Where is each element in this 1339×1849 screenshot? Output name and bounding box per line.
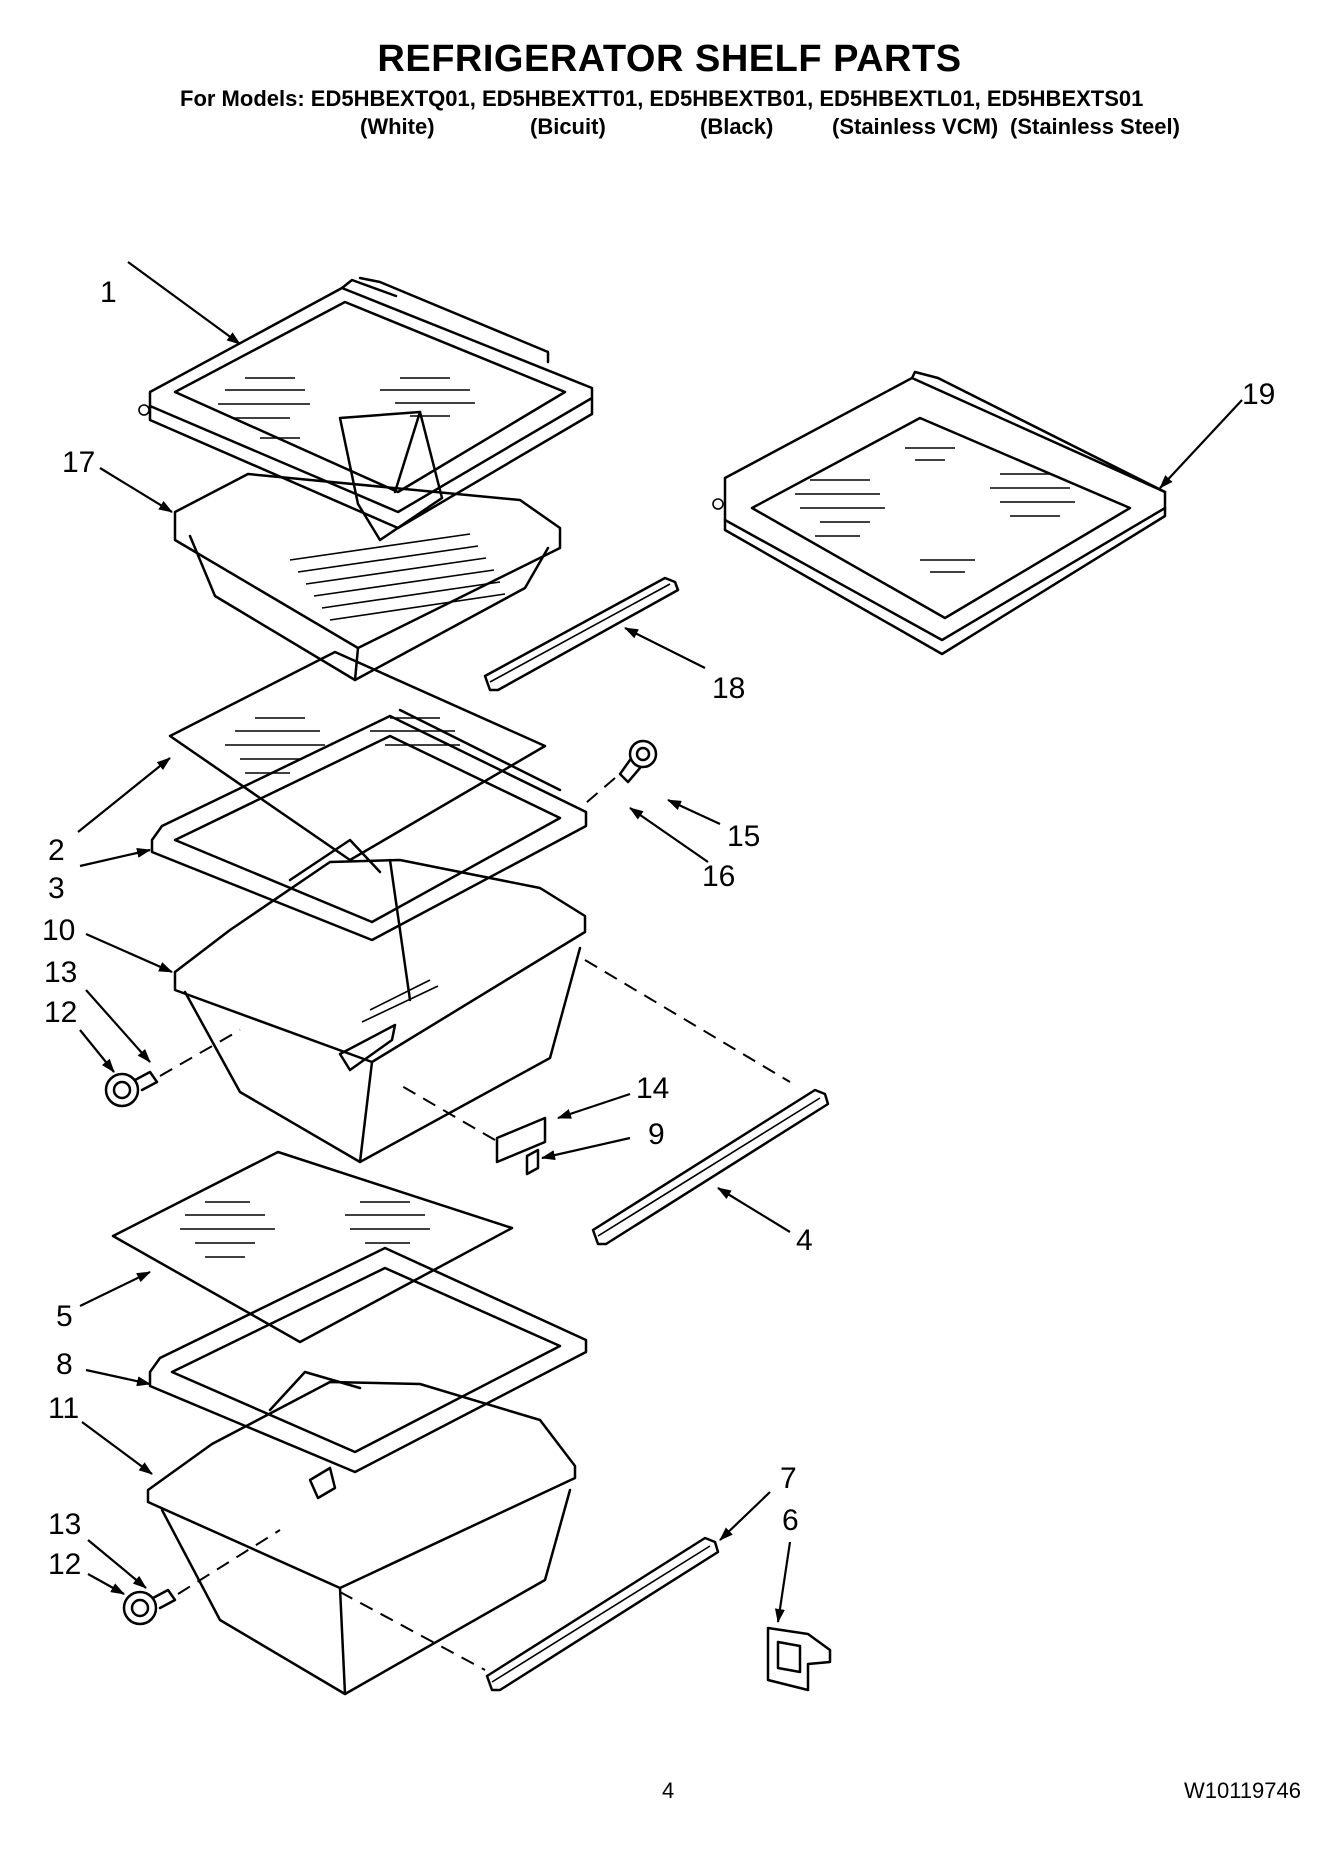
callout-5: 5: [56, 1300, 73, 1333]
middle-shelf-frame: [150, 708, 588, 942]
callout-6: 6: [782, 1504, 799, 1537]
callout-16: 16: [702, 860, 735, 893]
leader-lines: [77, 261, 1243, 1623]
callout-15: 15: [727, 820, 760, 853]
callout-2: 2: [48, 834, 65, 867]
callout-13-upper: 13: [44, 956, 77, 989]
models-line: For Models: ED5HBEXTQ01, ED5HBEXTT01, ED…: [180, 86, 1144, 111]
lower-shelf-frame: [148, 1246, 588, 1474]
color-label-stainless-vcm: (Stainless VCM): [832, 114, 999, 139]
color-label-black: (Black): [700, 114, 774, 139]
callout-11: 11: [48, 1392, 79, 1425]
callout-13-lower: 13: [48, 1508, 81, 1541]
callout-4: 4: [796, 1224, 813, 1257]
upper-shelf-frame: [138, 276, 594, 530]
callout-12-lower: 12: [48, 1548, 81, 1581]
callout-3: 3: [48, 872, 65, 905]
color-label-bicuit: (Bicuit): [530, 114, 606, 139]
callout-1: 1: [100, 276, 117, 309]
lower-glass-panel: [111, 1150, 514, 1344]
page-title: REFRIGERATOR SHELF PARTS: [377, 38, 962, 80]
upper-long-trim: [584, 959, 830, 1246]
callout-19: 19: [1242, 378, 1275, 411]
callout-14: 14: [636, 1072, 669, 1105]
callout-17: 17: [62, 446, 95, 479]
upper-wheel: [104, 1029, 241, 1108]
drawer-bracket: [766, 1626, 832, 1692]
callout-10: 10: [42, 914, 75, 947]
lower-wheel: [122, 1529, 281, 1626]
callout-12-upper: 12: [44, 996, 77, 1029]
callout-8: 8: [56, 1348, 73, 1381]
screw-and-bushing: [579, 739, 658, 809]
color-label-white: (White): [360, 114, 435, 139]
callout-18: 18: [712, 672, 745, 705]
color-label-stainless-steel: (Stainless Steel): [1010, 114, 1180, 139]
page-number: 4: [662, 1778, 675, 1803]
upper-drawer-trim: [483, 576, 680, 692]
upper-pan-drawer: [173, 858, 587, 1164]
latch-parts: [399, 1084, 547, 1176]
lower-long-trim: [339, 1536, 720, 1692]
lower-pan-drawer: [146, 1380, 577, 1696]
callout-7: 7: [780, 1462, 797, 1495]
right-shelf-assembly: [712, 370, 1167, 656]
upper-crisper-drawer: [173, 410, 562, 682]
document-number: W10119746: [1183, 1778, 1301, 1803]
callout-9: 9: [648, 1118, 665, 1151]
